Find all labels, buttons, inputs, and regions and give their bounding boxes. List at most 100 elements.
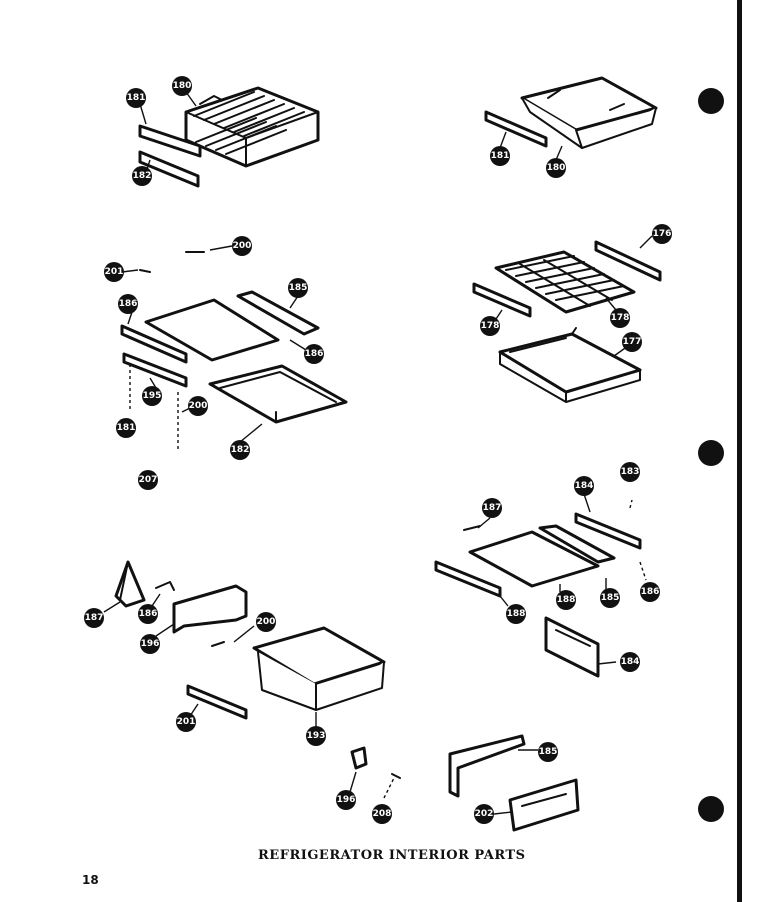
callout-label: 196 — [336, 790, 356, 810]
shelf-front-panel — [544, 616, 600, 678]
callout-label: 182 — [230, 440, 250, 460]
svg-text:180: 180 — [547, 163, 566, 173]
shelf-trim-front — [120, 324, 188, 364]
svg-text:185: 185 — [601, 593, 620, 603]
callout-label: 202 — [474, 804, 494, 824]
callout-label: 183 — [620, 462, 640, 482]
binder-edge-line — [737, 0, 742, 902]
binder-hole — [698, 88, 724, 114]
svg-text:193: 193 — [307, 731, 326, 741]
svg-text:187: 187 — [483, 503, 502, 513]
svg-text:196: 196 — [141, 639, 160, 649]
callout-label: 185 — [600, 588, 620, 608]
svg-text:178: 178 — [611, 313, 630, 323]
keeper-rail — [186, 684, 248, 720]
callout-label: 208 — [372, 804, 392, 824]
callout-label: 181 — [116, 418, 136, 438]
small-screw — [391, 773, 401, 779]
shelf-support-rail — [122, 352, 188, 388]
callout-label: 207 — [138, 470, 158, 490]
shelf-frame — [208, 364, 348, 424]
lower-shelf-front-trim — [434, 560, 502, 598]
callout-label: 185 — [538, 742, 558, 762]
svg-text:208: 208 — [373, 809, 392, 819]
svg-text:184: 184 — [621, 657, 640, 667]
svg-text:196: 196 — [337, 795, 356, 805]
svg-text:188: 188 — [507, 609, 526, 619]
callout-label: 195 — [142, 386, 162, 406]
svg-text:180: 180 — [173, 81, 192, 91]
wire-basket — [184, 86, 320, 168]
svg-text:185: 185 — [289, 283, 308, 293]
back-panel — [508, 778, 580, 832]
callout-label: 181 — [490, 146, 510, 166]
callout-label: 188 — [506, 604, 526, 624]
svg-text:185: 185 — [539, 747, 558, 757]
shelf-clip — [463, 525, 481, 531]
svg-text:186: 186 — [641, 587, 660, 597]
shelf-assembly-right — [472, 235, 662, 403]
crisper-rail — [484, 110, 548, 148]
keeper-pin — [211, 641, 225, 647]
svg-text:181: 181 — [491, 151, 510, 161]
callout-label: 177 — [622, 332, 642, 352]
callout-label: 196 — [140, 634, 160, 654]
callout-label: 184 — [620, 652, 640, 672]
callout-label: 201 — [104, 262, 124, 282]
callout-label: 186 — [118, 294, 138, 314]
keeper-cover-frame — [172, 584, 248, 634]
callout-label: 180 — [546, 158, 566, 178]
callout-label: 200 — [256, 612, 276, 632]
small-bracket — [350, 746, 368, 770]
lower-shelf-trim — [538, 524, 616, 564]
lower-shelf-assembly — [434, 493, 647, 678]
callout-label: 186 — [138, 604, 158, 624]
callout-label: 187 — [482, 498, 502, 518]
lower-glass-shelf — [468, 530, 600, 588]
wire-shelf — [494, 250, 636, 314]
keeper-clip — [155, 581, 175, 591]
clip — [139, 269, 151, 273]
basket-rail-lower — [138, 150, 200, 188]
svg-text:200: 200 — [189, 401, 208, 411]
callout-label: 176 — [652, 224, 672, 244]
svg-text:187: 187 — [85, 613, 104, 623]
svg-text:178: 178 — [481, 321, 500, 331]
diagram-title: REFRIGERATOR INTERIOR PARTS — [258, 848, 526, 863]
bottom-small-parts — [349, 734, 580, 832]
callout-label: 182 — [132, 166, 152, 186]
svg-text:188: 188 — [557, 595, 576, 605]
callout-label: 193 — [306, 726, 326, 746]
binder-hole — [698, 796, 724, 822]
basket-rail-upper — [138, 124, 202, 158]
lower-shelf-rail — [574, 512, 642, 550]
callout-label: 178 — [610, 308, 630, 328]
svg-text:183: 183 — [621, 467, 640, 477]
callout-label: 187 — [84, 608, 104, 628]
rear-bracket — [448, 734, 526, 798]
svg-text:182: 182 — [133, 171, 152, 181]
shelf-rail-front — [472, 282, 532, 318]
wire-basket-assembly — [138, 86, 320, 188]
callout-label: 178 — [480, 316, 500, 336]
callout-label: 186 — [640, 582, 660, 602]
callout-label: 200 — [188, 396, 208, 416]
callout-label: 180 — [172, 76, 192, 96]
svg-text:195: 195 — [143, 391, 162, 401]
callout-label: 184 — [574, 476, 594, 496]
callout-label: 200 — [232, 236, 252, 256]
shelf-frame-right — [498, 327, 642, 403]
svg-text:177: 177 — [623, 337, 642, 347]
shelf-trim-back — [236, 290, 320, 336]
page-number: 18 — [82, 873, 99, 887]
glass-shelf — [144, 298, 280, 362]
callout-label: 201 — [176, 712, 196, 732]
binder-hole — [698, 440, 724, 466]
svg-text:182: 182 — [231, 445, 250, 455]
svg-text:201: 201 — [177, 717, 196, 727]
svg-text:200: 200 — [257, 617, 276, 627]
svg-text:181: 181 — [127, 93, 146, 103]
meat-keeper-pan — [252, 626, 386, 711]
callout-label: 188 — [556, 590, 576, 610]
svg-text:184: 184 — [575, 481, 594, 491]
